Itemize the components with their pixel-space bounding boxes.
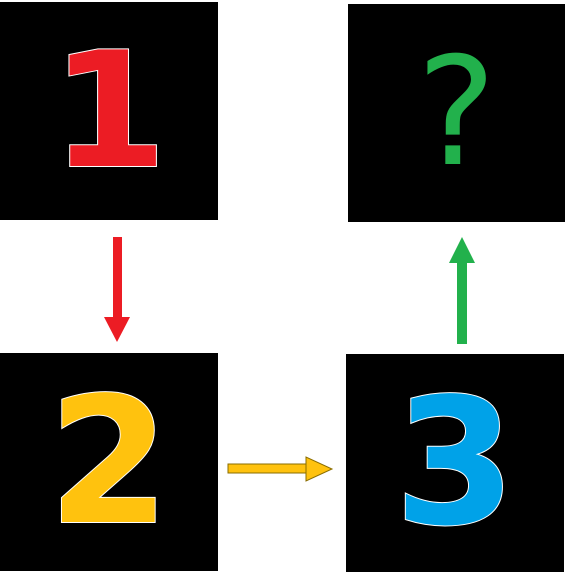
tile-number-one: 1	[0, 2, 218, 220]
digit-two: 2	[47, 360, 171, 564]
arrow-right-icon	[227, 456, 334, 482]
tile-number-two: 2	[0, 353, 218, 571]
digit-three: 3	[393, 361, 517, 565]
question-mark: ?	[416, 26, 497, 200]
arrow-down-icon	[104, 237, 130, 342]
digit-one: 1	[49, 17, 168, 204]
arrow-up-icon	[449, 237, 475, 344]
tile-number-three: 3	[346, 354, 564, 572]
tile-question-mark: ?	[348, 4, 565, 222]
